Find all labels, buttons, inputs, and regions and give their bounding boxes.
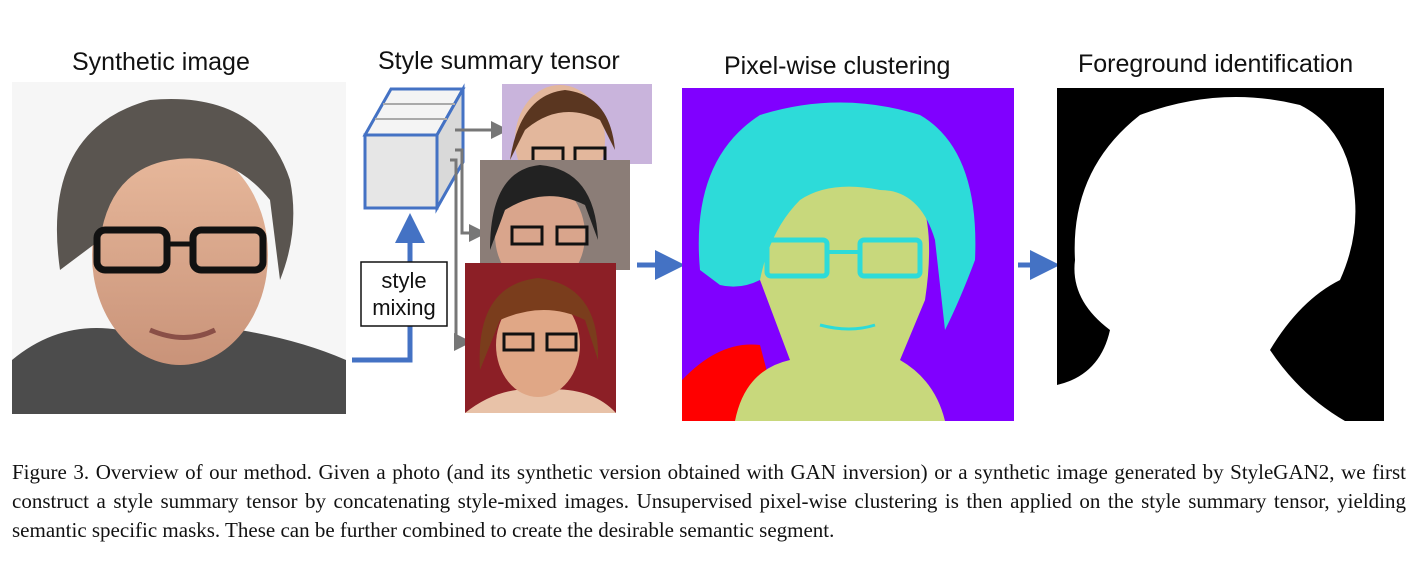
style-mixing-line-2: mixing — [372, 295, 436, 320]
style-mixing-line-1: style — [381, 268, 426, 293]
style-mixed-image-3 — [465, 263, 616, 413]
figure-caption: Figure 3. Overview of our method. Given … — [12, 460, 1406, 542]
clustering-map — [682, 88, 1014, 421]
pixel-clustering-title: Pixel-wise clustering — [724, 52, 951, 80]
synthetic-image — [12, 82, 346, 414]
tensor-cube-icon — [362, 83, 466, 214]
synthetic-image-title: Synthetic image — [72, 48, 250, 76]
style-summary-title: Style summary tensor — [378, 47, 620, 75]
mix-arrow-2 — [455, 148, 487, 242]
mix-arrow-3 — [450, 158, 472, 351]
foreground-mask — [1057, 88, 1384, 421]
style-mixed-image-2 — [480, 160, 630, 290]
style-mixing-box — [360, 261, 448, 327]
foreground-identification-title: Foreground identification — [1078, 50, 1354, 78]
